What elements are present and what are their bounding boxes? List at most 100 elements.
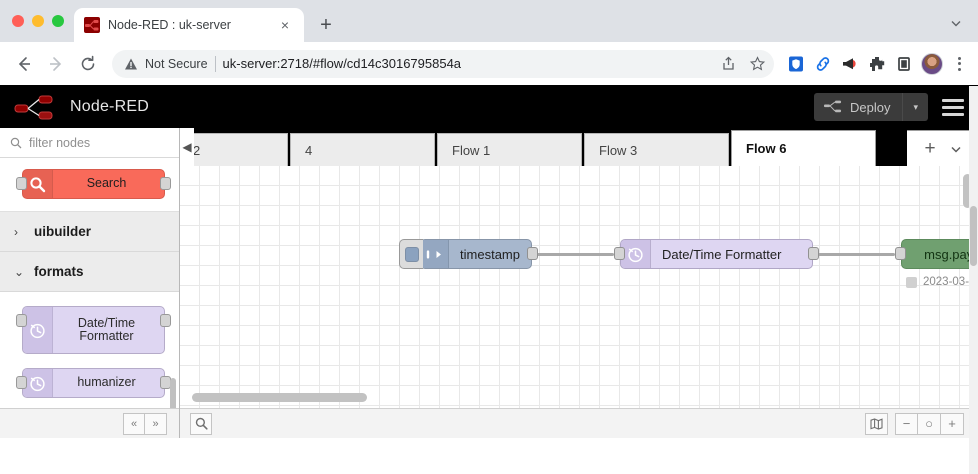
bookmark-star-icon[interactable]	[746, 53, 768, 75]
palette-node-datetime-formatter[interactable]: Date/Time Formatter	[16, 306, 171, 354]
palette-node-search[interactable]: Search	[16, 169, 171, 199]
flow-node-status: 2023-03-27T10:12:46.986Z	[906, 276, 978, 288]
wire-inject-to-formatter[interactable]	[531, 253, 614, 256]
flow-tabbar-actions: +	[907, 130, 978, 166]
palette-formats-node-2-wrap: humanizer	[0, 362, 179, 408]
flow-tab-flow-1[interactable]: Flow 1	[437, 133, 582, 166]
zoom-in-button[interactable]: +	[941, 412, 964, 435]
flow-node-inject[interactable]: timestamp	[399, 239, 538, 269]
flow-tab-flow-6[interactable]: Flow 6	[731, 130, 876, 166]
deploy-button[interactable]: Deploy ▾	[814, 93, 928, 121]
status-dot-icon	[906, 276, 917, 288]
browser-tab-title: Node-RED : uk-server	[108, 18, 231, 32]
back-button[interactable]	[10, 50, 38, 78]
new-tab-button[interactable]: +	[320, 13, 332, 36]
add-flow-button[interactable]: +	[924, 137, 936, 159]
hamburger-menu-button[interactable]	[942, 98, 964, 116]
collapse-all-button[interactable]: «	[123, 412, 145, 435]
flow-menu-button[interactable]	[945, 137, 967, 161]
palette-node-label: Date/Time Formatter	[77, 315, 136, 343]
node-input-port[interactable]	[895, 247, 906, 260]
puzzle-icon[interactable]	[867, 54, 887, 74]
share-icon[interactable]	[717, 53, 739, 75]
inject-trigger-button[interactable]	[399, 239, 423, 269]
clock-icon	[23, 307, 53, 353]
browser-toolbar: Not Secure uk-server:2718/#flow/cd14c301…	[0, 42, 978, 86]
palette-filter-row[interactable]: filter nodes	[0, 128, 179, 158]
expand-all-button[interactable]: »	[145, 412, 167, 435]
palette-formats-node-1-wrap: Date/Time Formatter	[0, 292, 179, 362]
node-input-port[interactable]	[614, 247, 625, 260]
address-bar[interactable]: Not Secure uk-server:2718/#flow/cd14c301…	[112, 49, 774, 78]
map-icon	[870, 417, 883, 430]
tabbar-scroll-left-button[interactable]: ◀	[180, 128, 194, 166]
nodered-logo[interactable]: Node-RED	[14, 94, 149, 120]
forward-button[interactable]	[42, 50, 70, 78]
window-controls	[12, 0, 74, 42]
flow-tab-2[interactable]: 2	[190, 133, 288, 166]
node-output-port[interactable]	[808, 247, 819, 260]
maximize-window-button[interactable]	[52, 15, 64, 27]
flow-tab-4[interactable]: 4	[290, 133, 435, 166]
close-window-button[interactable]	[12, 15, 24, 27]
nodered-logo-icon	[14, 95, 53, 120]
palette-body: Search › uibuilder ⌄ formats	[0, 158, 179, 408]
page-scrollbar-thumb[interactable]	[970, 206, 977, 266]
canvas-horizontal-scrollbar[interactable]	[192, 393, 367, 402]
zoom-reset-button[interactable]: ○	[918, 412, 941, 435]
flow-node-datetime-formatter[interactable]: Date/Time Formatter	[614, 239, 819, 269]
browser-tabstrip: Node-RED : uk-server × +	[0, 0, 978, 42]
palette-search-node-wrap: Search	[0, 158, 179, 212]
palette-node-humanizer[interactable]: humanizer	[16, 368, 171, 398]
chevron-down-icon: ⌄	[14, 264, 25, 279]
reload-button[interactable]	[74, 50, 102, 78]
palette-category-uibuilder[interactable]: › uibuilder	[0, 212, 179, 252]
page-scrollbar[interactable]	[969, 86, 978, 474]
deploy-graph-icon	[824, 100, 841, 113]
shield-icon[interactable]	[786, 54, 806, 74]
node-palette: filter nodes Search	[0, 128, 180, 438]
extension-icons	[784, 52, 968, 75]
url-text: uk-server:2718/#flow/cd14c3016795854a	[222, 56, 462, 71]
node-input-port	[16, 177, 27, 190]
flow-tab-flow-3[interactable]: Flow 3	[584, 133, 729, 166]
wire-formatter-to-debug[interactable]	[813, 253, 895, 256]
palette-scrollbar[interactable]	[170, 378, 176, 408]
palette-category-formats[interactable]: ⌄ formats	[0, 252, 179, 292]
flow-tab-list: 2 4 Flow 1 Flow 3 Flow 6	[190, 128, 908, 166]
node-output-port	[160, 314, 171, 327]
flow-canvas[interactable]: timestamp Date/Time Formatter	[180, 166, 978, 408]
palette-node-label: Search	[86, 176, 127, 191]
deploy-dropdown-button[interactable]: ▾	[902, 93, 928, 121]
browser-menu-button[interactable]	[950, 56, 968, 71]
palette-category-label: formats	[34, 264, 84, 279]
arrow-right-icon	[421, 240, 450, 268]
node-output-port[interactable]	[527, 247, 538, 260]
omnibox-divider	[214, 55, 216, 72]
flow-node-debug[interactable]: msg.payload	[895, 239, 978, 269]
palette-footer: « »	[0, 408, 179, 438]
close-tab-button[interactable]: ×	[280, 17, 290, 33]
navigator-map-button[interactable]	[865, 412, 888, 435]
nodered-favicon-icon	[84, 17, 100, 33]
profile-avatar[interactable]	[921, 52, 943, 75]
palette-filter-input[interactable]: filter nodes	[29, 135, 91, 150]
flow-node-label: Date/Time Formatter	[662, 246, 782, 262]
nodered-header-actions: Deploy ▾	[814, 93, 970, 121]
link-icon[interactable]	[813, 54, 833, 74]
nodered-header: Node-RED Deploy ▾	[0, 86, 978, 128]
canvas-vertical-scrollbar[interactable]	[963, 174, 972, 208]
palette-node-label: humanizer	[77, 375, 136, 390]
canvas-search-button[interactable]	[190, 412, 212, 435]
tabstrip-menu-button[interactable]	[944, 11, 968, 35]
deploy-main[interactable]: Deploy	[814, 93, 902, 121]
nodered-workspace: filter nodes Search	[0, 128, 978, 438]
square-icon[interactable]	[894, 54, 914, 74]
flow-node-label: msg.payload	[924, 246, 978, 262]
zoom-out-button[interactable]: −	[895, 412, 918, 435]
megaphone-icon[interactable]	[840, 54, 860, 74]
minimize-window-button[interactable]	[32, 15, 44, 27]
search-icon	[10, 137, 22, 148]
browser-tab[interactable]: Node-RED : uk-server ×	[74, 8, 304, 42]
